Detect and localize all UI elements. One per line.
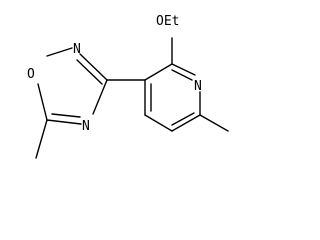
bond-py-c2-n1 [171,63,196,76]
molecule-diagram: O N N OEt N [27,14,229,159]
bond-o1-n2 [46,47,73,57]
bond-c5-o1 [37,83,48,121]
bond-py-c6-methyl [199,114,229,132]
bond-py-c3-c2 [144,63,173,81]
atom-pyridine-nitrogen: N [194,79,202,94]
bond-c3-n4 [92,79,108,115]
atom-ring-nitrogen-top: N [73,42,81,57]
bond-py-c6-c5 [171,114,201,132]
structure-drawing: O N N OEt N [27,14,229,159]
bond-py-c5-c4 [144,114,173,132]
bond-n2-c3 [79,53,108,81]
bond-py-c2-n1-inner [171,69,193,81]
bond-n4-c5 [46,119,82,125]
atom-ethoxy: OEt [156,14,179,29]
atom-ring-nitrogen-bottom: N [82,119,90,134]
bond-py-c6-c5-inner [171,112,195,126]
bond-n2-c3-inner [76,59,103,85]
atom-ring-oxygen: O [27,67,35,82]
bond-c5-methyl [35,119,48,159]
bond-n4-c5-inner [51,113,81,118]
